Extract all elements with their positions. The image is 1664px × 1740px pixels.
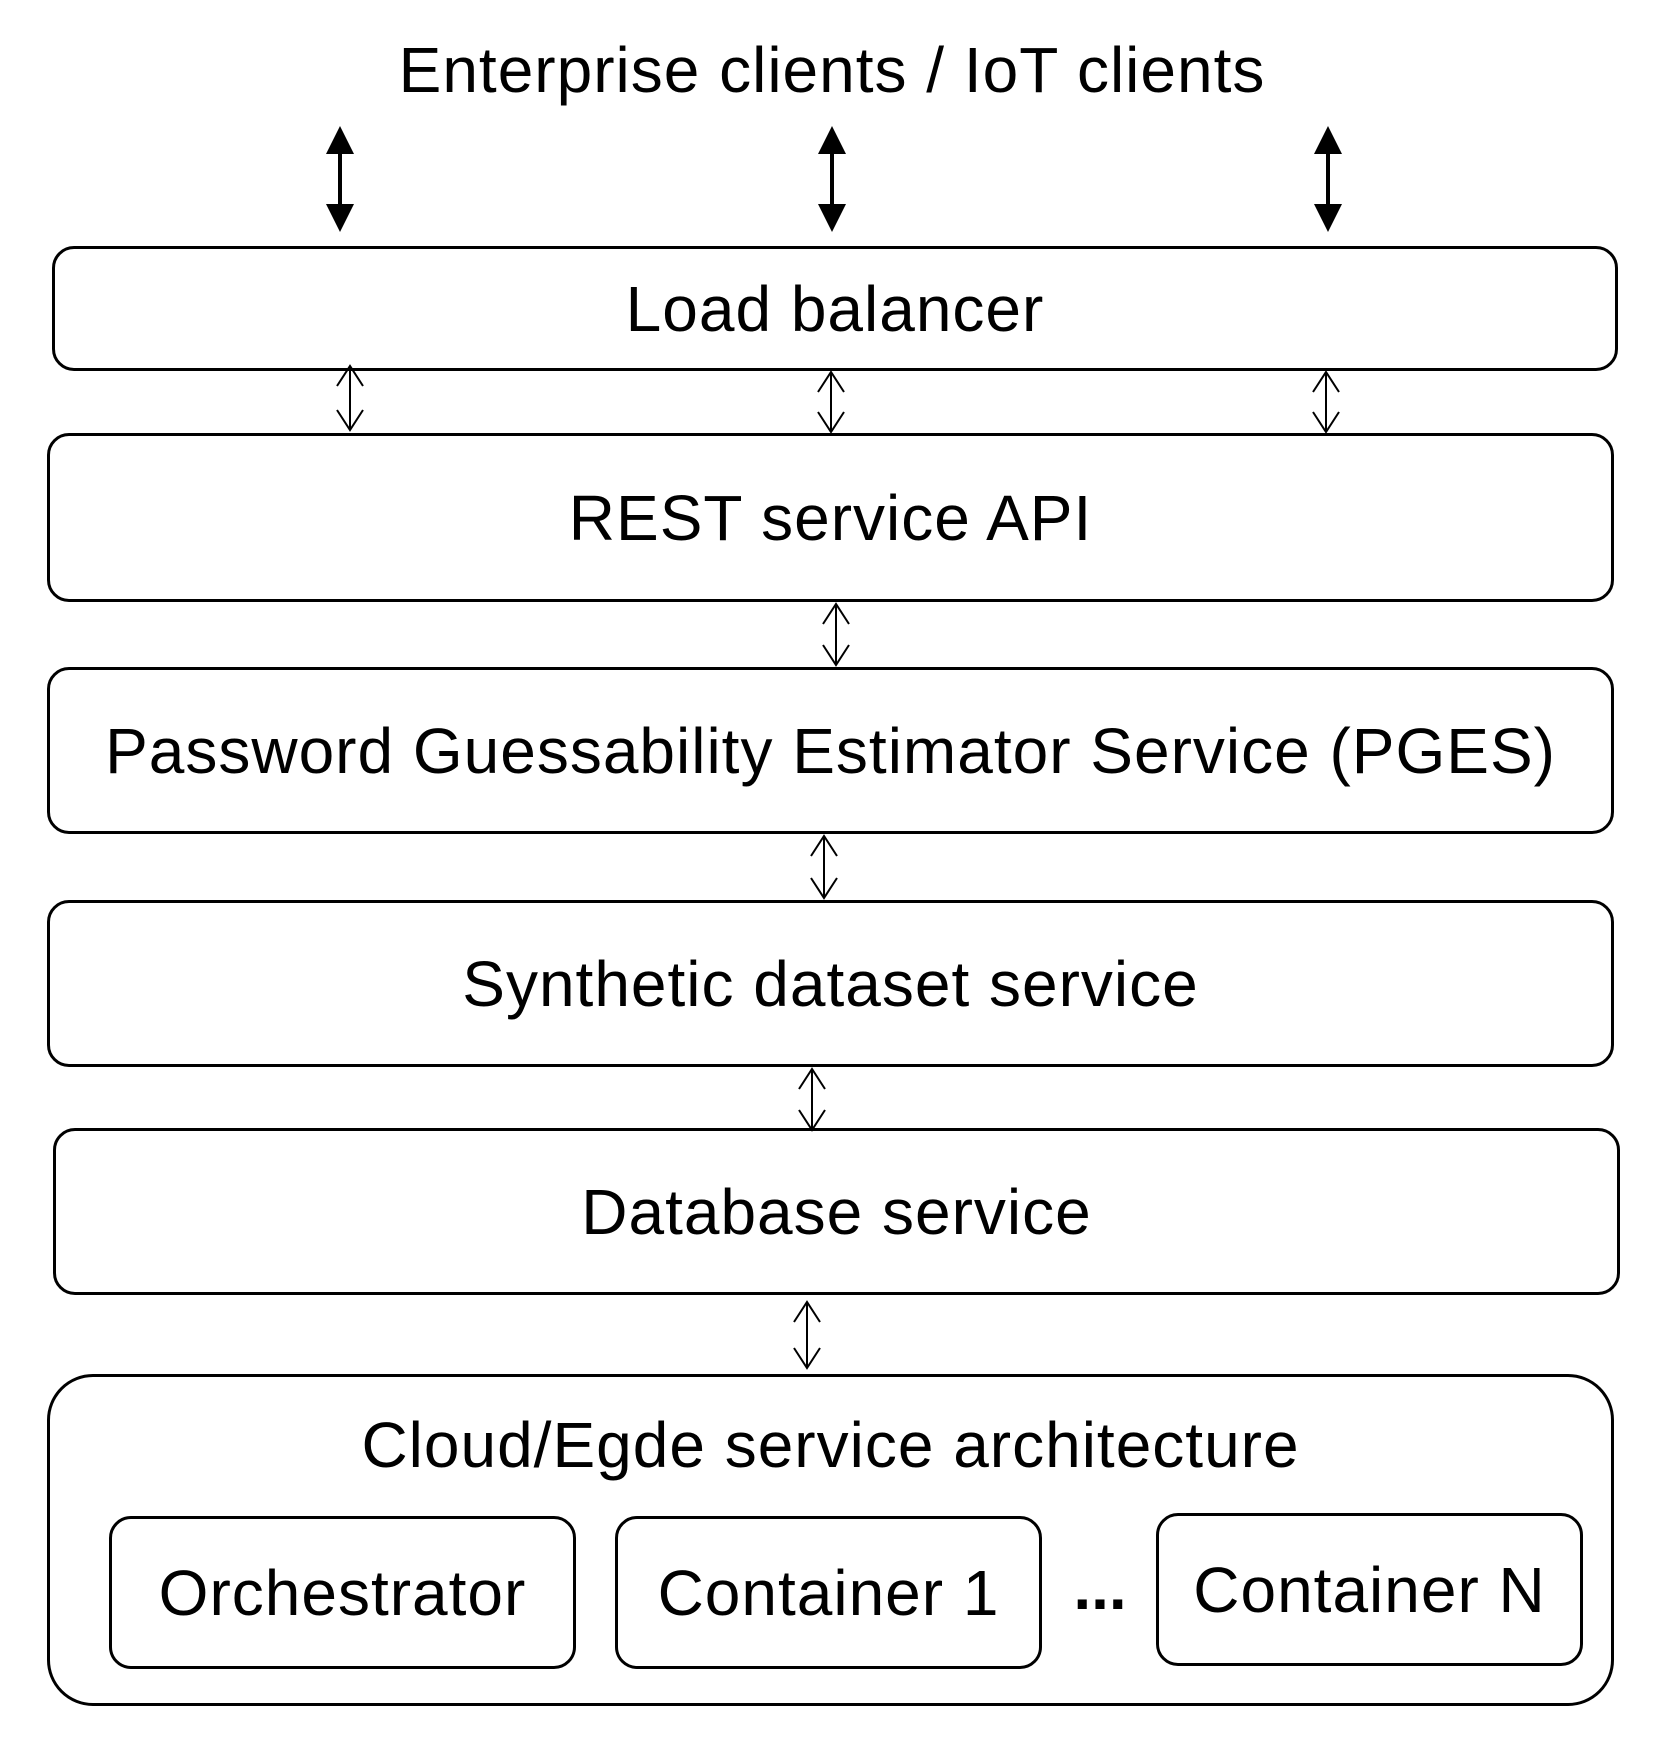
rest-api-label: REST service API [568,481,1093,554]
synthetic-database-arrow [798,1067,826,1132]
orchestrator-label: Orchestrator [158,1556,527,1629]
lb-rest-arrow-center [817,370,845,434]
load-balancer-layer: Load balancer [52,246,1618,371]
database-cloud-arrow [793,1300,821,1370]
client-arrow-right [1314,126,1342,232]
lb-rest-arrow-left [336,364,364,432]
pges-label: Password Guessability Estimator Service … [105,714,1556,787]
container-1-box: Container 1 [615,1516,1042,1669]
ellipsis: ... [1073,1551,1127,1623]
cloud-edge-layer: Cloud/Egde service architecture Orchestr… [47,1374,1614,1706]
clients-label: Enterprise clients / IoT clients [398,34,1266,106]
synthetic-dataset-label: Synthetic dataset service [462,947,1199,1020]
load-balancer-label: Load balancer [625,272,1045,345]
client-arrow-center [818,126,846,232]
database-label: Database service [581,1175,1092,1248]
client-arrow-left [326,126,354,232]
orchestrator-box: Orchestrator [109,1516,576,1669]
container-n-box: Container N [1156,1513,1583,1666]
rest-api-layer: REST service API [47,433,1614,602]
container-1-label: Container 1 [657,1556,1000,1629]
cloud-edge-title: Cloud/Egde service architecture [361,1409,1300,1481]
pges-layer: Password Guessability Estimator Service … [47,667,1614,834]
rest-pges-arrow [822,602,850,667]
synthetic-dataset-layer: Synthetic dataset service [47,900,1614,1067]
lb-rest-arrow-right [1312,370,1340,434]
pges-synthetic-arrow [810,834,838,900]
container-n-label: Container N [1193,1553,1546,1626]
database-layer: Database service [53,1128,1620,1295]
